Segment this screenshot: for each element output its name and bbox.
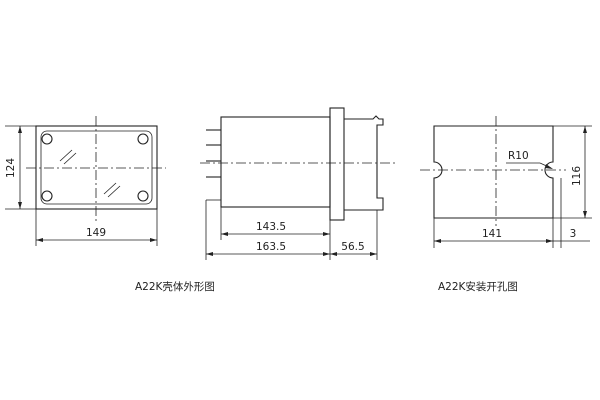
arrow (370, 252, 377, 256)
front-outline (35, 125, 158, 210)
dim-label-total: 163.5 (256, 241, 286, 253)
front-view: 124 149 (5, 116, 166, 246)
cutout-outline (433, 125, 554, 219)
arrow (18, 126, 22, 133)
arrow (330, 252, 337, 256)
arrow (434, 239, 441, 243)
cutout-view: R10 141 116 3 (420, 116, 592, 248)
arrow (150, 238, 157, 242)
mount-hole-top-right (137, 133, 149, 145)
cutout-caption: A22K安装开孔图 (438, 280, 518, 293)
mount-hole-bottom-left (41, 190, 53, 202)
dim-label-gap: 3 (570, 228, 577, 240)
dim-label-width: 149 (86, 227, 106, 239)
dim-label-cutout-height: 116 (571, 166, 583, 186)
front-inner-frame (40, 130, 153, 205)
dim-label-height: 124 (5, 158, 17, 178)
glass-hatch (59, 149, 73, 162)
side-rear-housing (344, 115, 384, 211)
side-view: 143.5 163.5 56.5 (200, 107, 396, 260)
arrow (546, 239, 553, 243)
arrow (323, 252, 330, 256)
arrow (323, 232, 330, 236)
arrow (545, 164, 553, 169)
mount-hole-top-left (41, 133, 53, 145)
dim-label-body: 143.5 (256, 221, 286, 233)
arrow (18, 202, 22, 209)
arrow (583, 211, 587, 218)
shell-caption: A22K壳体外形图 (135, 280, 215, 293)
glass-hatch (107, 185, 121, 198)
mount-hole-bottom-right (137, 190, 149, 202)
arrow (206, 252, 213, 256)
dim-label-cutout-width: 141 (482, 228, 502, 240)
side-body (220, 116, 331, 208)
side-flange (329, 107, 345, 221)
glass-hatch (63, 152, 77, 165)
dim-label-radius: R10 (508, 150, 529, 162)
arrow (583, 126, 587, 133)
glass-hatch (103, 182, 117, 195)
arrow (36, 238, 43, 242)
dim-label-terminal: 56.5 (341, 241, 364, 253)
arrow (221, 232, 228, 236)
